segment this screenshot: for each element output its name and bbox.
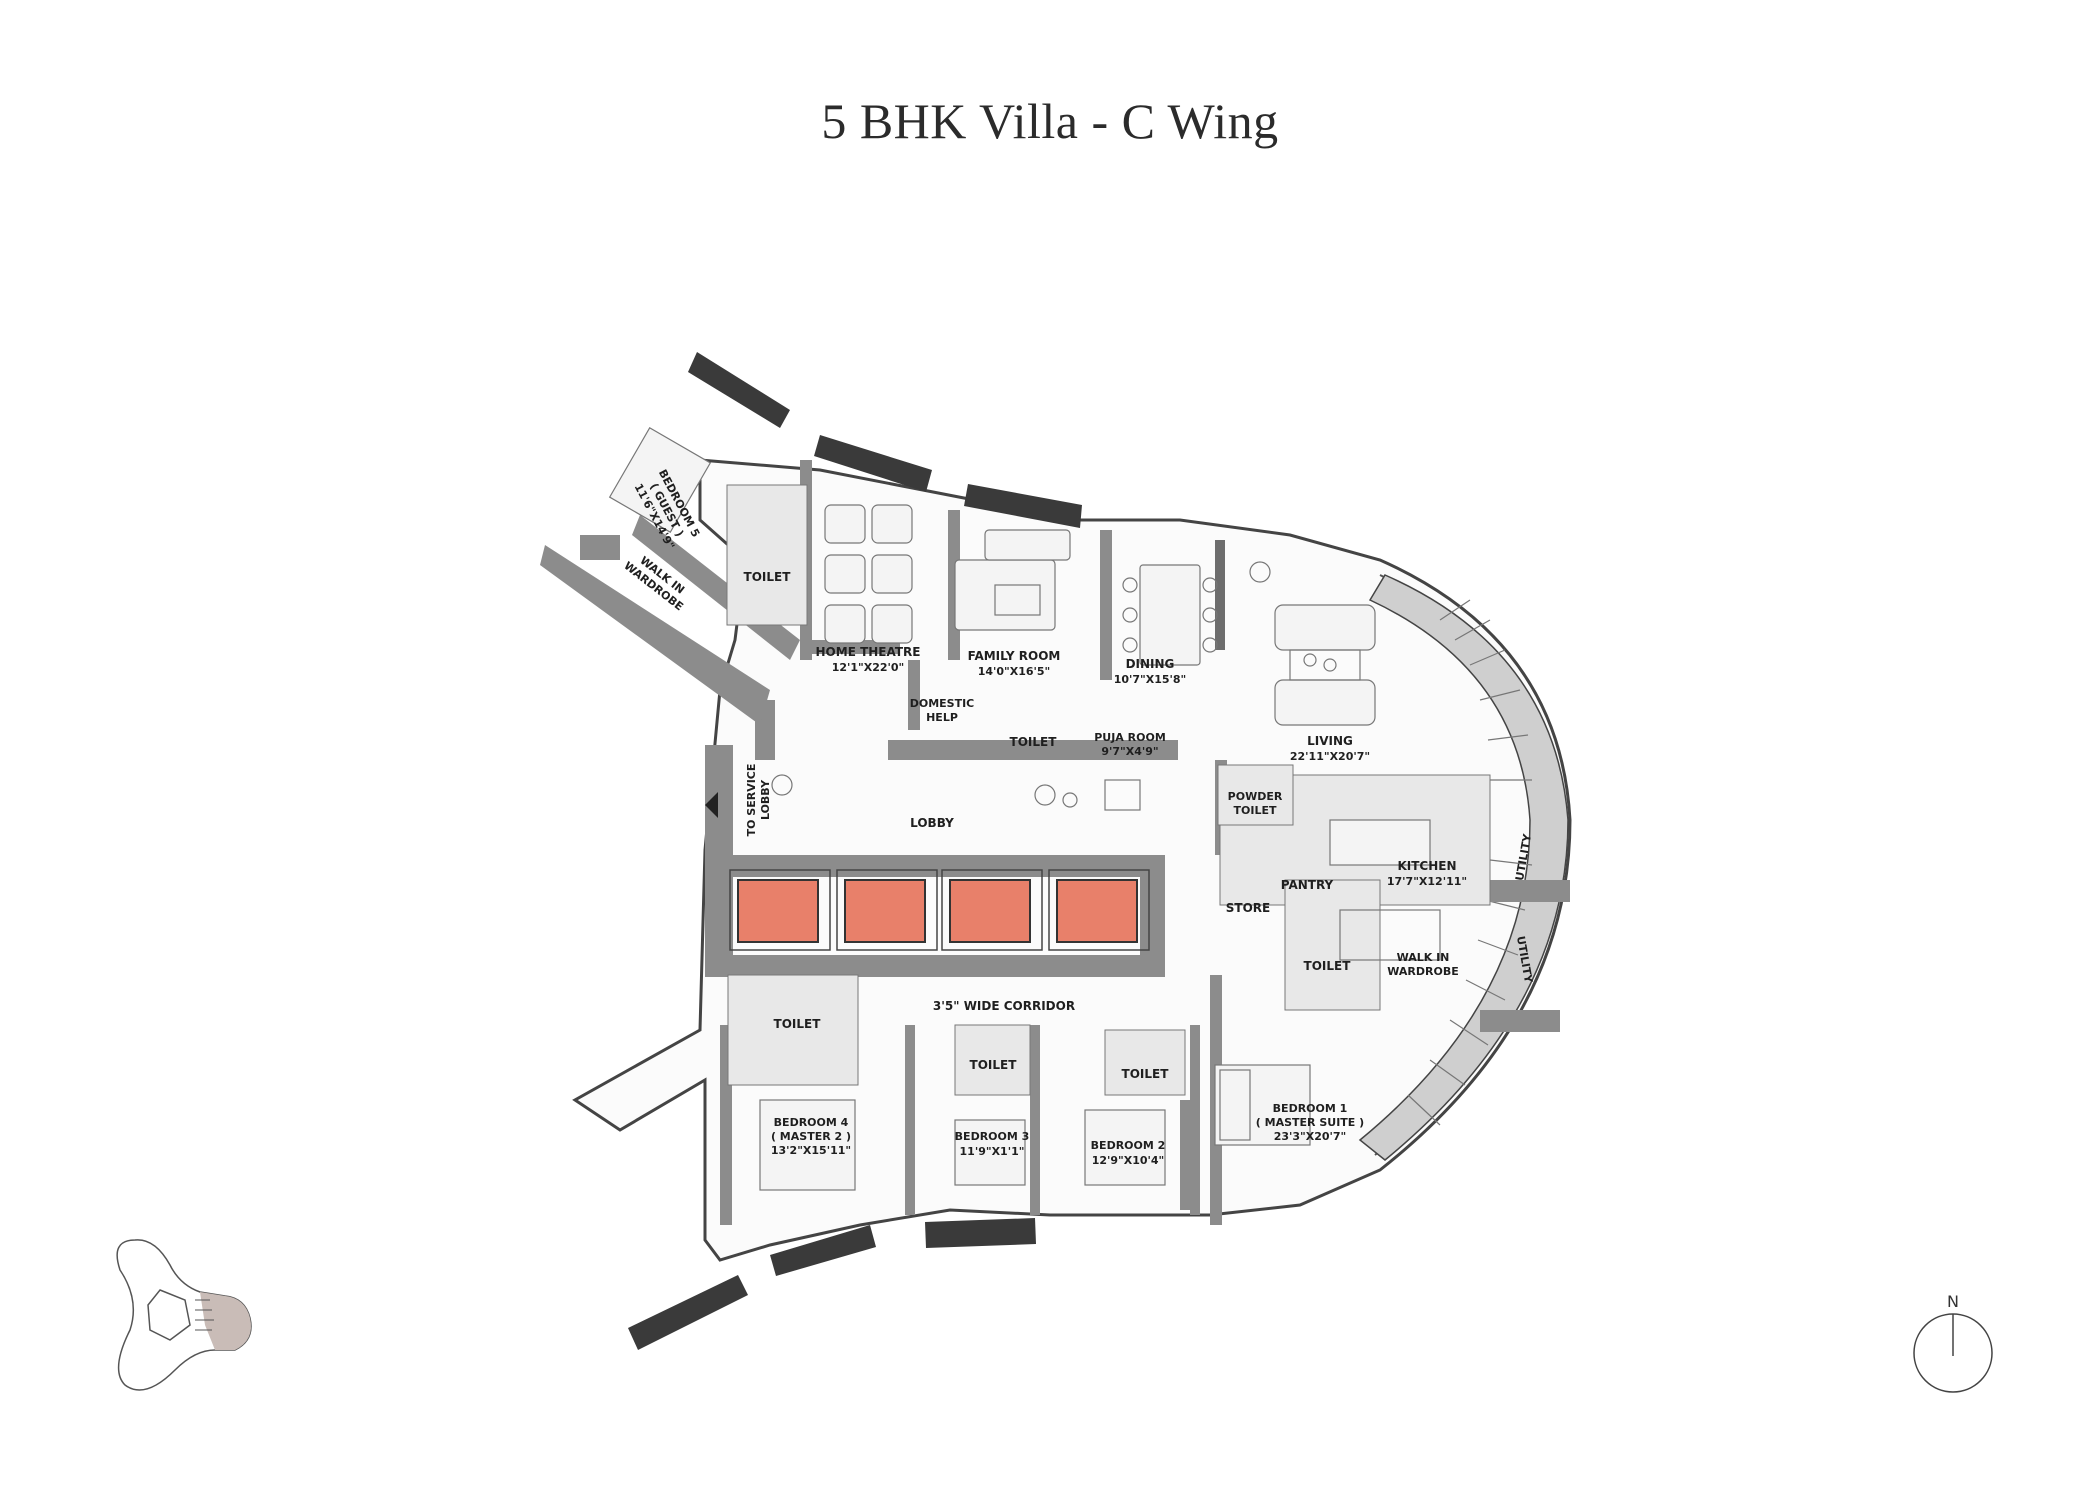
balcony-slab <box>925 1218 1036 1248</box>
bedroom4-label: BEDROOM 4 <box>774 1116 849 1129</box>
family-room-label: FAMILY ROOM <box>968 649 1061 663</box>
bedroom4-dimensions: 13'2"X15'11" <box>771 1144 851 1157</box>
lift-car <box>844 879 926 943</box>
toilet-bedroom5-label: TOILET <box>744 570 792 584</box>
bedroom1-label: BEDROOM 1 <box>1273 1102 1348 1115</box>
east-balcony <box>1358 574 1569 1161</box>
key-plan-icon <box>116 1239 252 1391</box>
lobby-label: LOBBY <box>910 816 954 830</box>
balcony-slabs <box>628 352 1569 1350</box>
bedroom2-label: BEDROOM 2 <box>1091 1139 1166 1152</box>
walk-in-wardrobe-b1-sublabel: WARDROBE <box>1387 965 1458 978</box>
balcony-slab <box>814 435 932 492</box>
powder-toilet-sublabel: TOILET <box>1234 804 1277 817</box>
kitchen-label: KITCHEN <box>1397 859 1456 873</box>
lift-bank <box>729 869 1150 951</box>
toilet-bedroom3-label: TOILET <box>970 1058 1018 1072</box>
balcony-slab <box>964 484 1082 528</box>
entry-arrow-icon <box>705 792 718 818</box>
compass-label: N <box>1947 1292 1959 1311</box>
toilet-bedroom2-label: TOILET <box>1122 1067 1170 1081</box>
toilet-bedroom1-label: TOILET <box>1304 959 1352 973</box>
dining-dimensions: 10'7"X15'8" <box>1114 673 1187 686</box>
bedroom1-dimensions: 23'3"X20'7" <box>1274 1130 1347 1143</box>
dining-label: DINING <box>1126 657 1175 671</box>
bedroom4-sublabel: ( MASTER 2 ) <box>771 1130 851 1143</box>
to-service-lobby-sublabel: LOBBY <box>759 779 772 820</box>
bedroom1-sublabel: ( MASTER SUITE ) <box>1256 1116 1364 1129</box>
living-dimensions: 22'11"X20'7" <box>1290 750 1370 763</box>
home-theatre-label: HOME THEATRE <box>816 645 921 659</box>
bedroom3-dimensions: 11'9"X1'1" <box>960 1145 1025 1158</box>
walls <box>540 460 1570 1225</box>
kitchen-dimensions: 17'7"X12'11" <box>1387 875 1467 888</box>
balcony-slab <box>628 1275 748 1350</box>
domestic-help-label: DOMESTIC <box>910 697 975 710</box>
bedroom3-label: BEDROOM 3 <box>955 1130 1030 1143</box>
puja-room-dimensions: 9'7"X4'9" <box>1101 745 1158 758</box>
toilet-domestic-label: TOILET <box>1010 735 1058 749</box>
to-service-lobby-label: TO SERVICE <box>745 764 758 837</box>
lift-car <box>737 879 819 943</box>
wet-areas <box>726 484 1491 1096</box>
compass-icon: N <box>1913 1292 1993 1393</box>
powder-toilet-label: POWDER <box>1228 790 1283 803</box>
store-label: STORE <box>1226 901 1270 915</box>
toilet-bedroom4-label: TOILET <box>774 1017 822 1031</box>
living-label: LIVING <box>1307 734 1353 748</box>
pantry-label: PANTRY <box>1281 878 1334 892</box>
puja-room-label: PUJA ROOM <box>1094 731 1166 744</box>
page-title: 5 BHK Villa - C Wing <box>821 93 1279 149</box>
domestic-help-sublabel: HELP <box>926 711 958 724</box>
home-theatre-dimensions: 12'1"X22'0" <box>832 661 905 674</box>
corridor-label: 3'5" WIDE CORRIDOR <box>933 999 1075 1013</box>
room-labels: BEDROOM 5 ( GUEST ) 11'6"X14'9" WALK IN … <box>621 467 1535 1167</box>
walk-in-wardrobe-b1-label: WALK IN <box>1397 951 1450 964</box>
family-room-dimensions: 14'0"X16'5" <box>978 665 1051 678</box>
lift-car <box>949 879 1031 943</box>
balcony-slab <box>770 1225 876 1276</box>
lift-car <box>1056 879 1138 943</box>
balcony-slab <box>688 352 790 428</box>
furniture <box>608 427 1441 1191</box>
bedroom2-dimensions: 12'9"X10'4" <box>1092 1154 1165 1167</box>
